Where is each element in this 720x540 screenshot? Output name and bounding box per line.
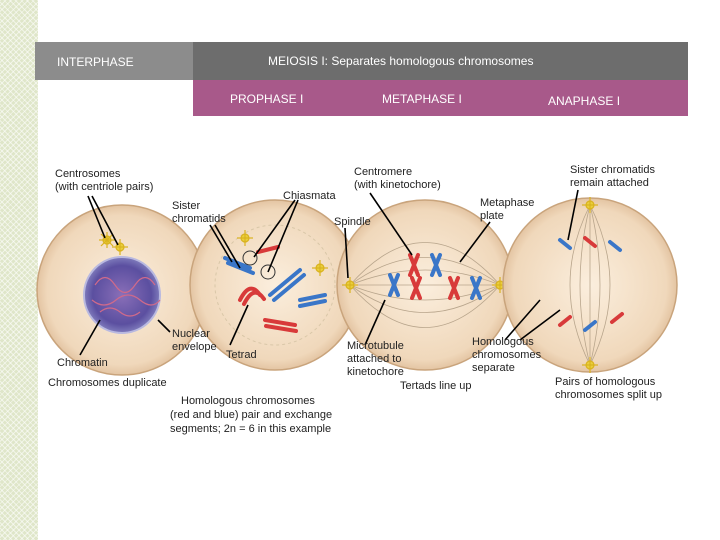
interphase-cell	[36, 204, 208, 376]
metaphase-cell	[336, 199, 514, 371]
header-prophase: PROPHASE I	[230, 92, 304, 106]
nucleus	[83, 256, 161, 334]
header-interphase: INTERPHASE	[57, 55, 134, 69]
label-tetrads-line-up: Tertads line up	[400, 380, 472, 392]
label-centromere: Centromere (with kinetochore)	[354, 166, 441, 191]
label-microtubule: Microtubule attached to kinetochore	[347, 340, 404, 378]
decorative-sidebar	[0, 0, 38, 540]
caption-homologous-1: Homologous chromosomes	[181, 395, 315, 407]
centrosome-icon	[582, 357, 598, 373]
label-centrosomes: Centrosomes (with centriole pairs)	[55, 168, 154, 193]
prophase-cell	[189, 199, 361, 371]
header-interphase-bar	[35, 42, 193, 80]
header-meiosis-bar	[193, 42, 688, 80]
header-metaphase: METAPHASE I	[382, 92, 462, 106]
label-nuclear-envelope: Nuclear envelope	[172, 328, 217, 353]
label-metaphase-plate: Metaphase plate	[480, 197, 535, 222]
centrosome-icon	[342, 277, 358, 293]
header-anaphase: ANAPHASE I	[548, 94, 621, 108]
anaphase-cell	[502, 197, 678, 373]
centrosome-icon	[237, 230, 253, 246]
header-phase-band	[193, 80, 688, 116]
label-chromosomes-duplicate: Chromosomes duplicate	[48, 377, 167, 389]
label-spindle: Spindle	[334, 216, 371, 228]
label-chiasmata: Chiasmata	[283, 190, 336, 202]
caption-homologous-2: (red and blue) pair and exchange	[170, 409, 333, 421]
label-homologous-separate: Homologous chromosomes separate	[472, 336, 542, 374]
label-sister-attached: Sister chromatids remain attached	[570, 164, 655, 189]
caption-homologous-3: segments; 2n = 6 in this example	[170, 423, 332, 435]
centrosome-icon	[582, 197, 598, 213]
centrosome-icon	[312, 260, 328, 276]
label-pairs-split: Pairs of homologous chromosomes split up	[555, 376, 662, 401]
label-chromatin: Chromatin	[57, 357, 108, 369]
label-sister-chromatids: Sister chromatids	[172, 200, 226, 225]
leader-lines	[79, 189, 579, 356]
label-tetrad: Tetrad	[226, 349, 257, 361]
header-meiosis-title: MEIOSIS I: Separates homologous chromoso…	[268, 54, 534, 68]
